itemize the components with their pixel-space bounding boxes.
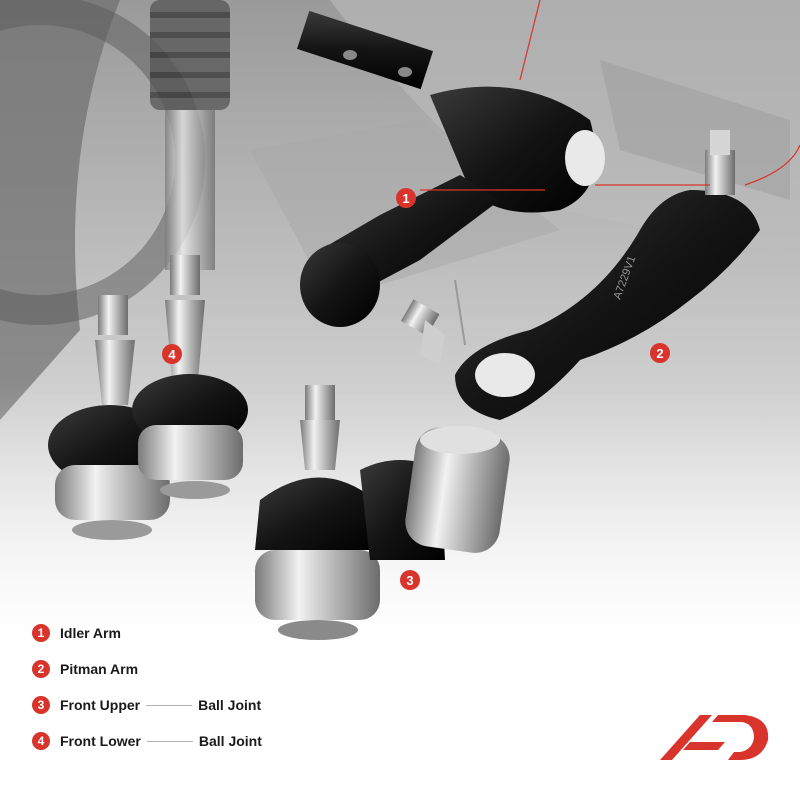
callout-badge-front-lower: 4: [162, 344, 182, 364]
legend-suffix: Ball Joint: [198, 733, 262, 749]
legend-label: Pitman Arm: [60, 661, 139, 677]
legend-label: Front Upper: [60, 697, 141, 713]
legend-number: 4: [32, 732, 50, 750]
legend-divider: [146, 740, 193, 742]
pitman-arm: A7229V1: [455, 130, 760, 420]
legend-label: Front Lower: [60, 733, 141, 749]
strut-background: [150, 0, 230, 270]
legend-item-idler-arm: 1 Idler Arm: [32, 622, 121, 644]
legend-item-front-lower: 4 Front Lower Ball Joint: [32, 730, 262, 752]
legend-item-pitman-arm: 2 Pitman Arm: [32, 658, 138, 680]
legend-item-front-upper: 3 Front Upper Ball Joint: [32, 694, 261, 716]
legend-suffix: Ball Joint: [198, 697, 262, 713]
callout-badge-pitman-arm: 2: [650, 343, 670, 363]
brand-logo: [660, 715, 769, 760]
idler-arm: [297, 10, 605, 365]
upper-ball-joint-left: [255, 385, 380, 640]
legend-divider: [146, 704, 193, 706]
legend-number: 2: [32, 660, 50, 678]
leader-lines: [420, 0, 800, 191]
legend-number: 1: [32, 624, 50, 642]
upper-ball-joint-right: [360, 426, 510, 560]
callout-badge-idler-arm: 1: [396, 188, 416, 208]
legend-label: Idler Arm: [60, 625, 121, 641]
legend-number: 3: [32, 696, 50, 714]
callout-badge-front-upper: 3: [400, 570, 420, 590]
